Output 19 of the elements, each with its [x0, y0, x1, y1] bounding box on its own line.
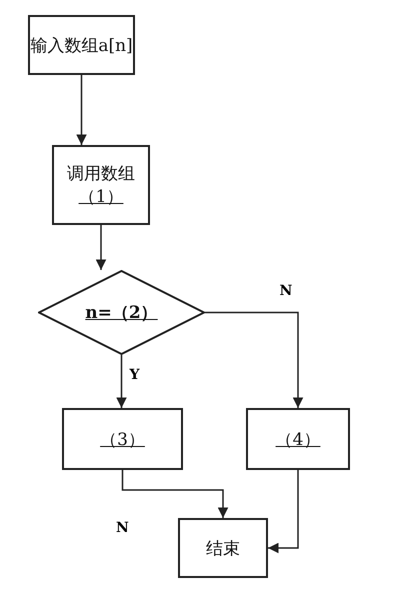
arrow — [116, 355, 127, 408]
arrow — [96, 225, 106, 270]
process-box — [28, 15, 135, 75]
node-text: （3） — [100, 428, 145, 450]
arrow — [205, 312, 304, 408]
arrow — [268, 470, 299, 554]
node-text: 调用数组 — [67, 163, 135, 185]
node-text: 输入数组a[n] — [30, 34, 133, 56]
node-text: n=（2） — [85, 302, 158, 324]
node-text: （4） — [276, 428, 320, 450]
process-box — [178, 518, 268, 578]
process-box — [52, 145, 150, 225]
node-text: （1） — [78, 186, 124, 208]
arrow — [122, 470, 228, 518]
arrow — [76, 75, 87, 145]
node-text: 结束 — [206, 538, 240, 560]
process-box — [62, 408, 183, 470]
decision-diamond — [38, 270, 205, 355]
process-box — [246, 408, 350, 470]
